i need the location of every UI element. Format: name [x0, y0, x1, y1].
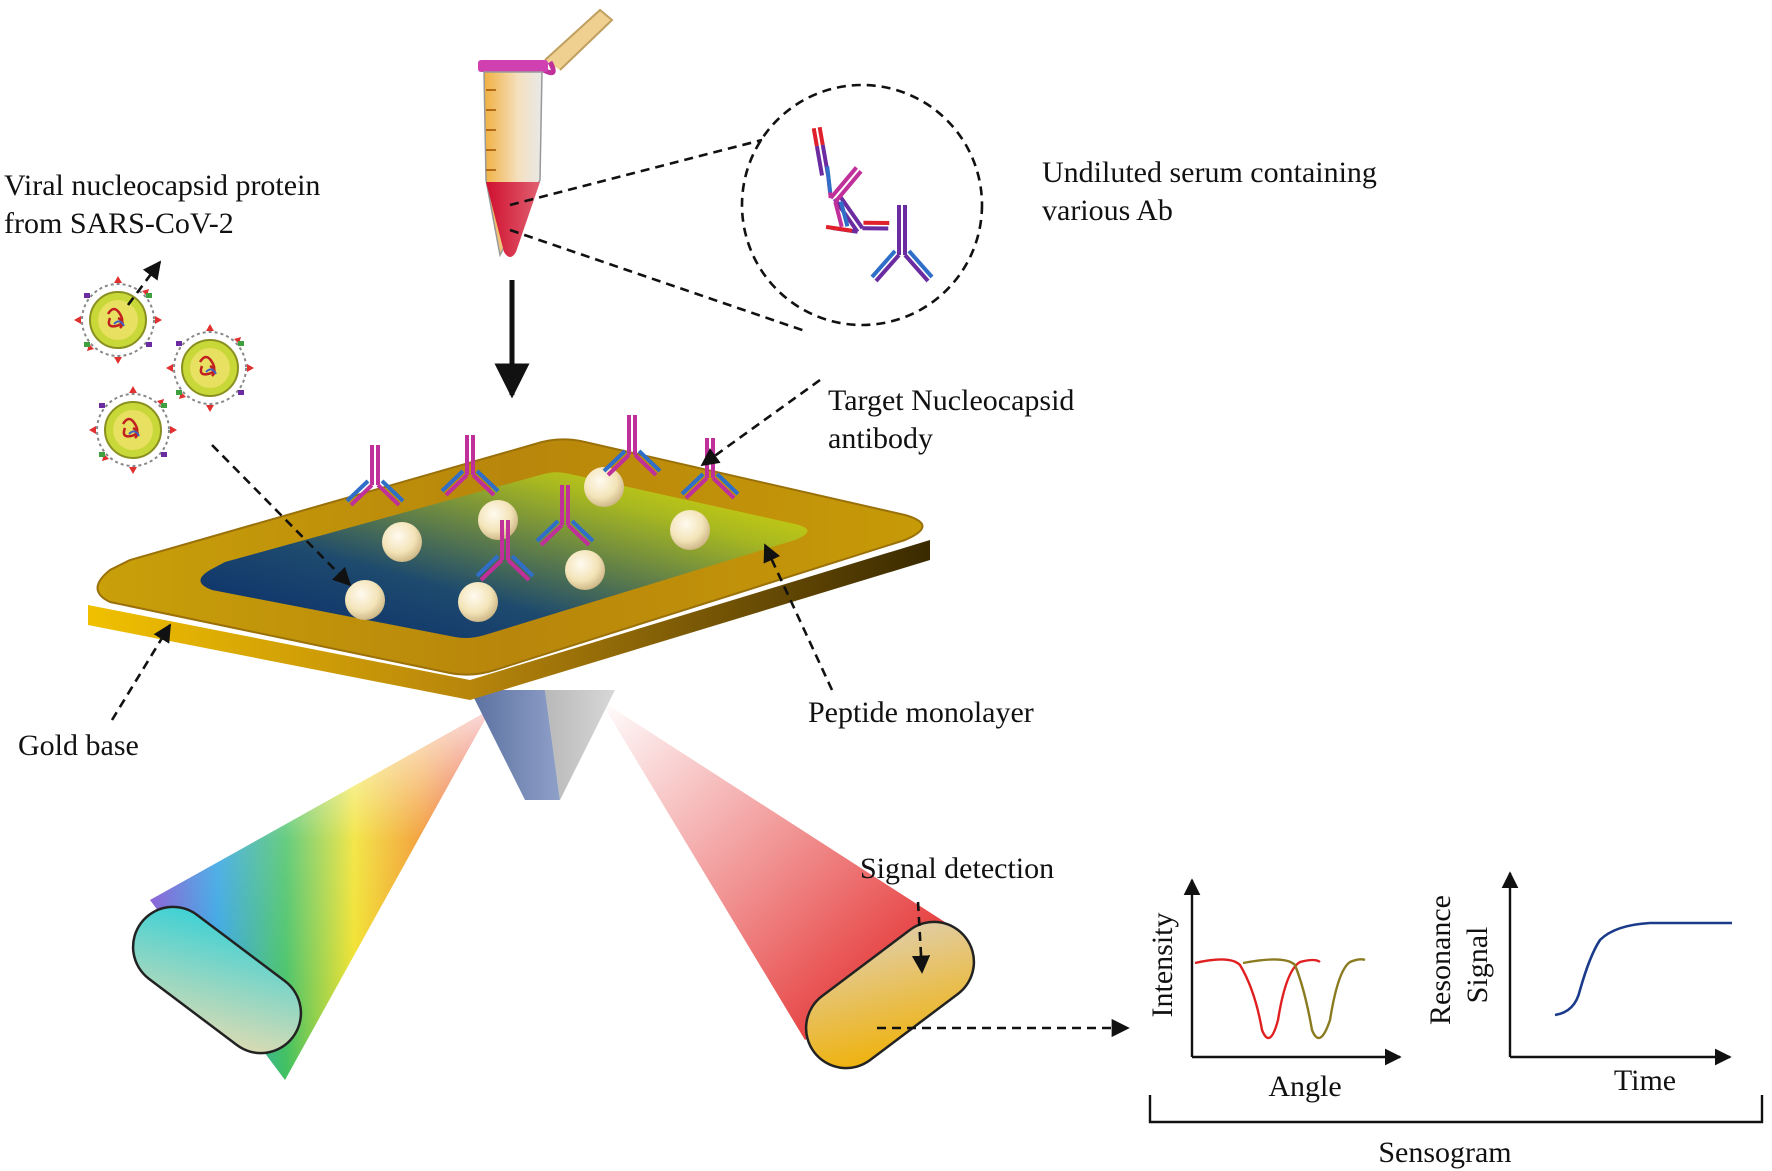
nucleocapsid-bead: [382, 522, 422, 562]
target-label-line2: antibody: [828, 422, 933, 455]
antibody-icon: [825, 166, 863, 228]
zoom-circle: [740, 83, 984, 327]
nucleocapsid-bead: [458, 582, 498, 622]
nucleocapsid-bead: [584, 467, 624, 507]
sensogram: Intensity Angle Resonance Signal Time Se…: [1146, 871, 1764, 1169]
nucleocapsid-bead: [670, 510, 710, 550]
antibody-icon: [870, 205, 934, 283]
antibody-icon: [811, 126, 830, 176]
signal-detection-label: Signal detection: [860, 852, 1054, 885]
target-label-line1: Target Nucleocapsid: [828, 384, 1074, 417]
virus-label-arrow: [126, 260, 162, 306]
time-plot-ylabel-line2: Signal: [1461, 927, 1494, 1004]
sensogram-bracket: [1148, 1095, 1764, 1124]
serum-zoom-inset: [509, 83, 984, 334]
virus-icon: [164, 322, 256, 414]
signal-detection-arrow: [911, 901, 931, 974]
reflected-red-beam: [600, 700, 965, 1040]
tube-rim: [478, 60, 548, 72]
target-antibody-arrow: [700, 378, 821, 467]
resonance-dip-before: [1194, 958, 1321, 1040]
serum-label-line1: Undiluted serum containing: [1042, 156, 1377, 189]
gold-base-label: Gold base: [18, 729, 139, 762]
angle-plot-xlabel: Angle: [1268, 1070, 1341, 1103]
prism-left-face: [470, 690, 560, 800]
prism-right-face: [545, 690, 615, 800]
light-source: [131, 905, 303, 1055]
virus-icon: [72, 274, 164, 366]
serum-tube: [478, 8, 614, 258]
viral-label-line1: Viral nucleocapsid protein: [4, 169, 320, 202]
bound-antibodies: [345, 413, 740, 622]
time-plot: Resonance Signal Time: [1424, 871, 1732, 1097]
nucleocapsid-bead: [565, 550, 605, 590]
angle-plot-ylabel: Intensity: [1146, 913, 1179, 1018]
angle-plot: Intensity Angle: [1146, 878, 1402, 1103]
serum-label-line2: various Ab: [1042, 194, 1173, 227]
gold-base-arrow: [110, 623, 172, 721]
viruses: [72, 274, 256, 476]
viral-label-line2: from SARS-CoV-2: [4, 207, 234, 240]
virus-to-bead-arrow: [211, 444, 352, 587]
resonance-dip-after: [1242, 958, 1366, 1040]
peptide-arrow: [763, 543, 834, 691]
gold-base-side: [88, 540, 930, 700]
peptide-monolayer-label: Peptide monolayer: [808, 696, 1034, 729]
time-plot-xlabel: Time: [1614, 1064, 1676, 1097]
nucleocapsid-bead: [345, 580, 385, 620]
virus-icon: [87, 384, 179, 476]
sensor-chip: [88, 438, 930, 700]
time-plot-ylabel-line1: Resonance: [1424, 895, 1457, 1025]
sensogram-caption: Sensogram: [1378, 1136, 1511, 1169]
nucleocapsid-bead: [478, 500, 518, 540]
binding-curve: [1554, 921, 1732, 1017]
antibody-icon: [825, 194, 890, 234]
tube-lid: [544, 8, 614, 71]
